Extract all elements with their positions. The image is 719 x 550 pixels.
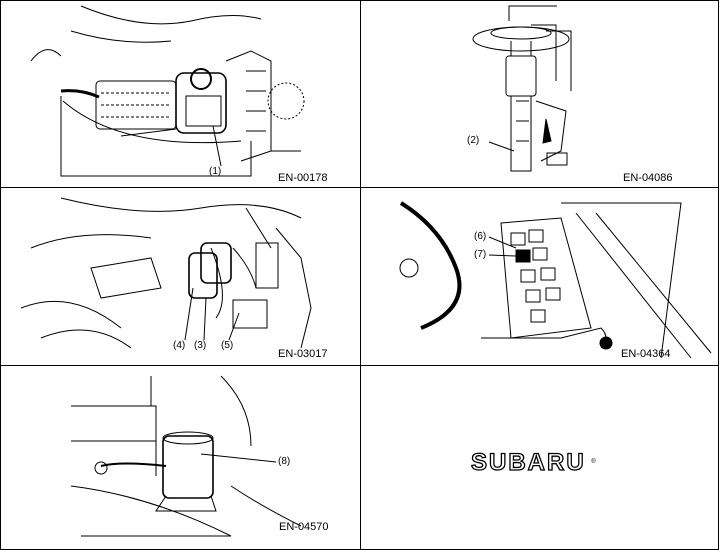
connector-illustration — [20, 197, 312, 349]
fuse-box-illustration — [399, 201, 712, 359]
figure-panel-en-04570: (8) EN-04570 — [0, 365, 361, 550]
logo-text: SUBARU — [470, 448, 586, 476]
callout-5: (5) — [221, 340, 234, 351]
callout-6: (6) — [474, 231, 487, 242]
component-illustration — [70, 375, 302, 537]
figure-panel-en-04086: (2) EN-04086 — [360, 0, 719, 188]
registered-mark: ® — [591, 459, 596, 465]
figure-code: EN-04570 — [279, 521, 329, 533]
callout-2: (2) — [467, 135, 480, 146]
figure-code: EN-03017 — [278, 348, 328, 360]
callout-4: (4) — [173, 340, 186, 351]
figure-panel-en-04364: (6) (7) EN-04364 — [360, 187, 719, 366]
figure-code: EN-04364 — [621, 348, 671, 360]
figure-code: EN-04086 — [623, 172, 673, 184]
brand-panel: SUBARU ® — [360, 365, 719, 550]
callout-7: (7) — [474, 249, 487, 260]
callout-3: (3) — [194, 340, 207, 351]
fuel-pump-illustration — [472, 5, 572, 172]
callout-8: (8) — [278, 456, 291, 467]
figure-panel-en-00178: (1) EN-00178 — [0, 0, 361, 188]
callout-1: (1) — [209, 166, 222, 177]
subaru-logo: SUBARU ® — [470, 448, 595, 477]
engine-illustration — [30, 5, 305, 177]
figure-panel-en-03017: (4) (3) (5) EN-03017 — [0, 187, 361, 366]
figure-code: EN-00178 — [278, 172, 328, 184]
